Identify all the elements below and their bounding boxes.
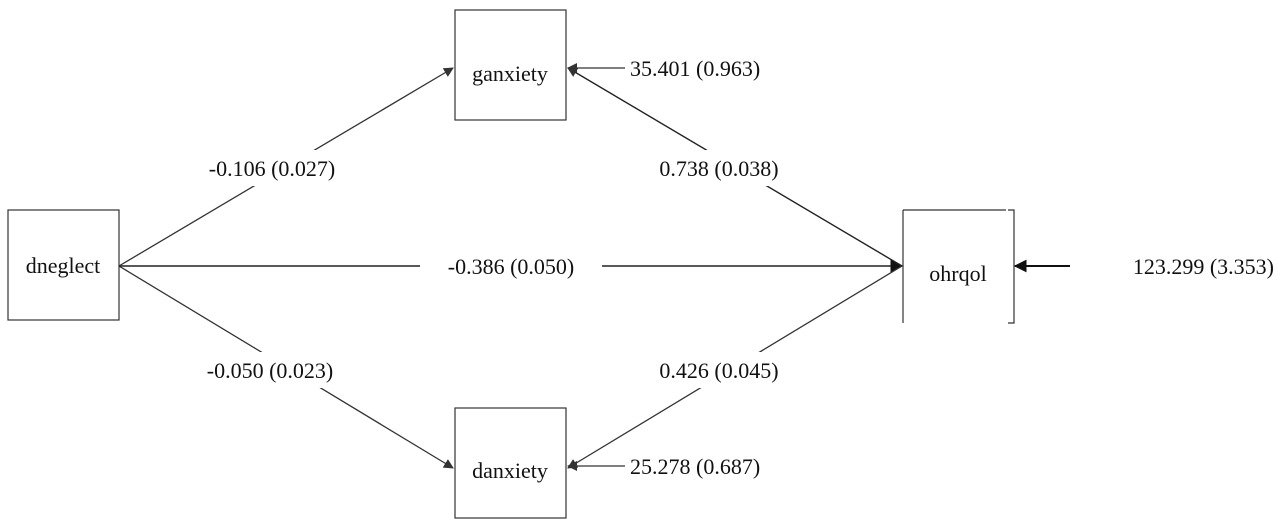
- danxiety-node: [454, 407, 567, 519]
- dneglect-node: [7, 209, 120, 321]
- residual-label-danxiety: 25.278 (0.687): [630, 454, 760, 479]
- path-label-dneglect-ohrqol: -0.386 (0.050): [448, 254, 574, 279]
- ganxiety-label: ganxiety: [472, 61, 548, 86]
- dneglect-label: dneglect: [26, 253, 101, 278]
- ganxiety-node: [454, 9, 567, 121]
- residual-label-ohrqol: 123.299 (3.353): [1133, 254, 1274, 279]
- path-label-dneglect-ganxiety: -0.106 (0.027): [209, 156, 335, 181]
- path-label-dneglect-danxiety: -0.050 (0.023): [207, 358, 333, 383]
- ohrqol-label: ohrqol: [929, 261, 986, 286]
- path-label-danxiety-ohrqol: 0.426 (0.045): [659, 358, 778, 383]
- danxiety-label: danxiety: [472, 458, 548, 483]
- path-label-ganxiety-ohrqol: 0.738 (0.038): [659, 156, 778, 181]
- residual-label-ganxiety: 35.401 (0.963): [630, 56, 760, 81]
